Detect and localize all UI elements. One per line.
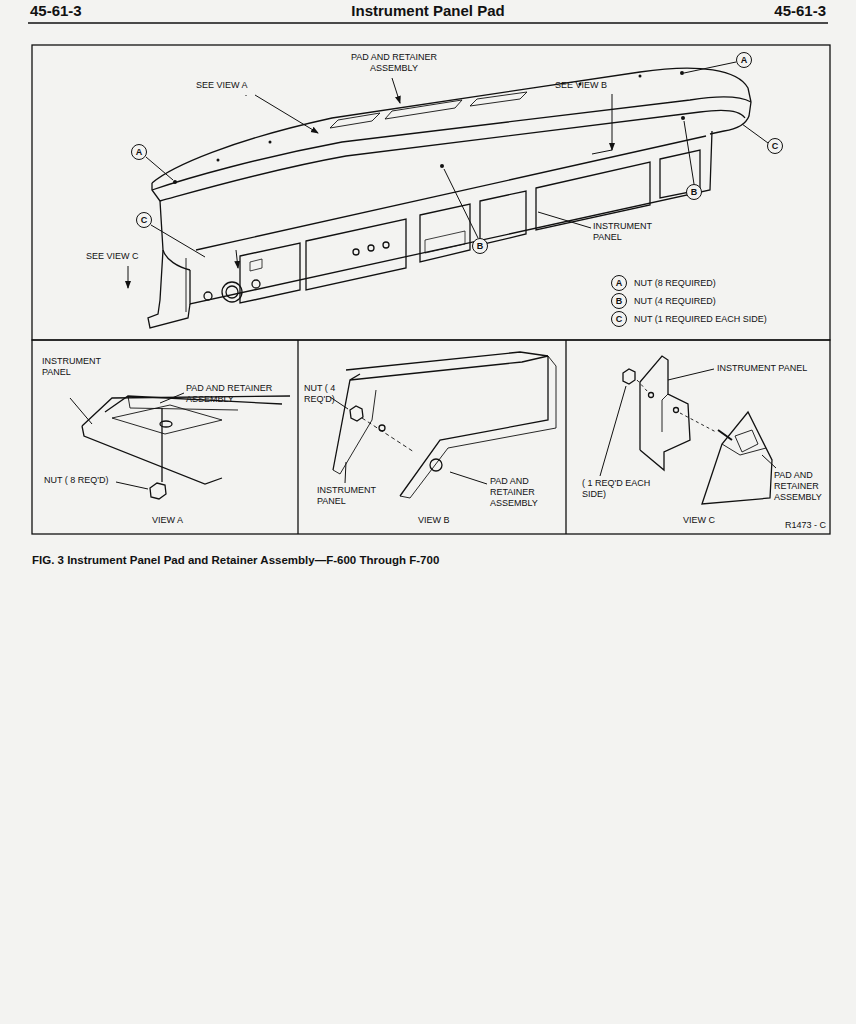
callout-letter: B — [477, 242, 484, 251]
callout-letter: B — [691, 188, 698, 197]
part-label: INSTRUMENT PANEL — [717, 363, 807, 374]
callout-letter: B — [616, 297, 623, 306]
callout-circle: C — [767, 138, 783, 154]
part-label: PAD AND RETAINER ASSEMBLY — [342, 52, 446, 74]
callout-letter: C — [772, 142, 779, 151]
callout-letter: A — [616, 279, 623, 288]
callout-letter: A — [741, 56, 748, 65]
part-label: ( 1 REQ'D EACH SIDE) — [582, 478, 658, 500]
callout-circle: C — [136, 212, 152, 228]
part-label: PAD AND RETAINER ASSEMBLY — [774, 470, 828, 503]
callout-circle: A — [736, 52, 752, 68]
part-label: SEE VIEW B — [555, 80, 607, 91]
part-label: NUT ( 4 REQ'D) — [304, 383, 358, 405]
callout-circle: B — [611, 293, 627, 309]
part-label: NUT ( 8 REQ'D) — [44, 475, 109, 486]
part-label: VIEW C — [683, 515, 715, 526]
callout-circle: B — [686, 184, 702, 200]
callout-circle: A — [611, 275, 627, 291]
part-label: PAD AND RETAINER ASSEMBLY — [186, 383, 290, 405]
part-label: VIEW B — [418, 515, 450, 526]
callout-letter: C — [141, 216, 148, 225]
callout-circle: C — [611, 311, 627, 327]
part-label: VIEW A — [152, 515, 183, 526]
part-label: PAD AND RETAINER ASSEMBLY — [490, 476, 564, 509]
page-title: Instrument Panel Pad — [351, 2, 504, 20]
callout-circle: B — [472, 238, 488, 254]
part-label: SEE VIEW C — [86, 251, 139, 262]
legend-text: NUT (1 REQUIRED EACH SIDE) — [634, 314, 767, 325]
callout-letter: A — [136, 148, 143, 157]
figure-caption: FIG. 3 Instrument Panel Pad and Retainer… — [32, 553, 439, 567]
part-label: SEE VIEW A — [196, 80, 248, 91]
legend-text: NUT (4 REQUIRED) — [634, 296, 716, 307]
part-label: R1473 - C — [785, 520, 826, 531]
callout-letter: C — [616, 315, 623, 324]
part-label: INSTRUMENT PANEL — [317, 485, 381, 507]
callout-circle: A — [131, 144, 147, 160]
page-number: 45-61-3 — [30, 2, 82, 20]
legend-text: NUT (8 REQUIRED) — [634, 278, 716, 289]
part-label: INSTRUMENT PANEL — [42, 356, 106, 378]
part-label: INSTRUMENT PANEL — [593, 221, 667, 243]
page-number: 45-61-3 — [774, 2, 826, 20]
